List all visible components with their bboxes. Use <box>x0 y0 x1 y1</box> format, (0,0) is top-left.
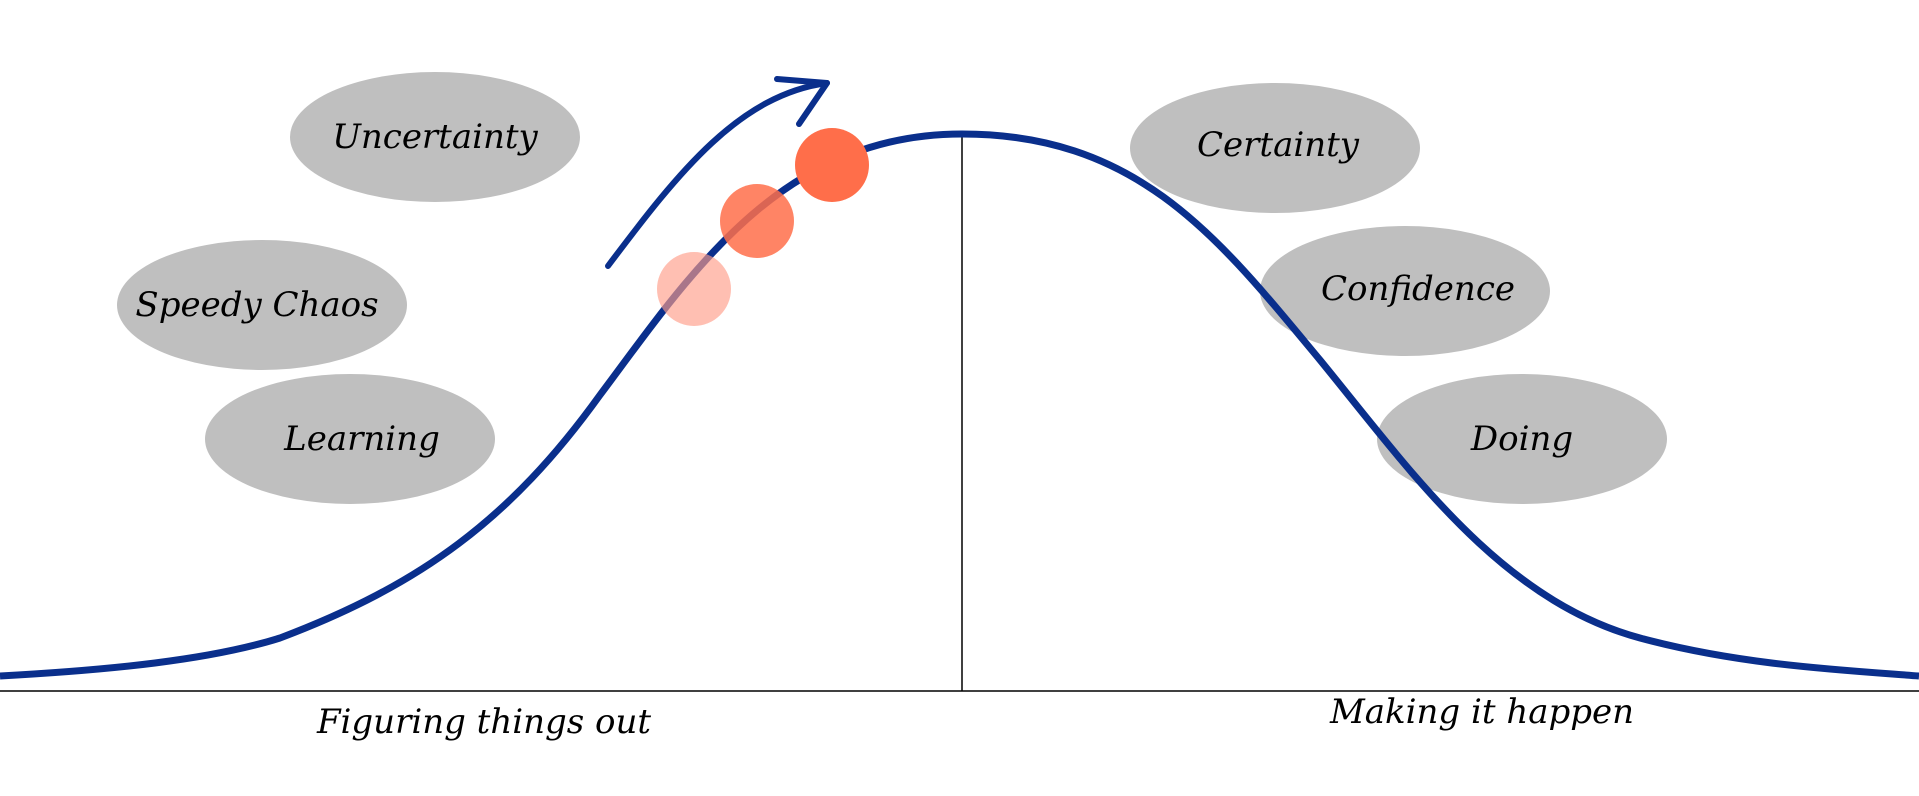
bubble-uncertainty: Uncertainty <box>290 72 580 202</box>
bubble-label: Learning <box>283 419 440 459</box>
bubble-speedy-chaos: Speedy Chaos <box>117 240 407 370</box>
axis-label-right: Making it happen <box>1329 692 1634 732</box>
bubble-label: Confidence <box>1321 269 1515 309</box>
bell-curve <box>0 130 1919 680</box>
trend-arrow-icon <box>605 76 830 269</box>
bubble-confidence: Confidence <box>1260 226 1550 356</box>
progress-marker-light <box>657 252 731 326</box>
progress-marker-strong <box>795 128 869 202</box>
bubble-label: Doing <box>1470 419 1573 459</box>
bubble-learning: Learning <box>205 374 495 504</box>
axis-label-left: Figuring things out <box>316 702 651 742</box>
progress-marker-mid <box>720 184 794 258</box>
bubble-label: Certainty <box>1197 125 1360 165</box>
bubble-certainty: Certainty <box>1130 83 1420 213</box>
bubble-label: Uncertainty <box>332 117 538 157</box>
bubble-doing: Doing <box>1377 374 1667 504</box>
bubble-label: Speedy Chaos <box>135 285 378 325</box>
